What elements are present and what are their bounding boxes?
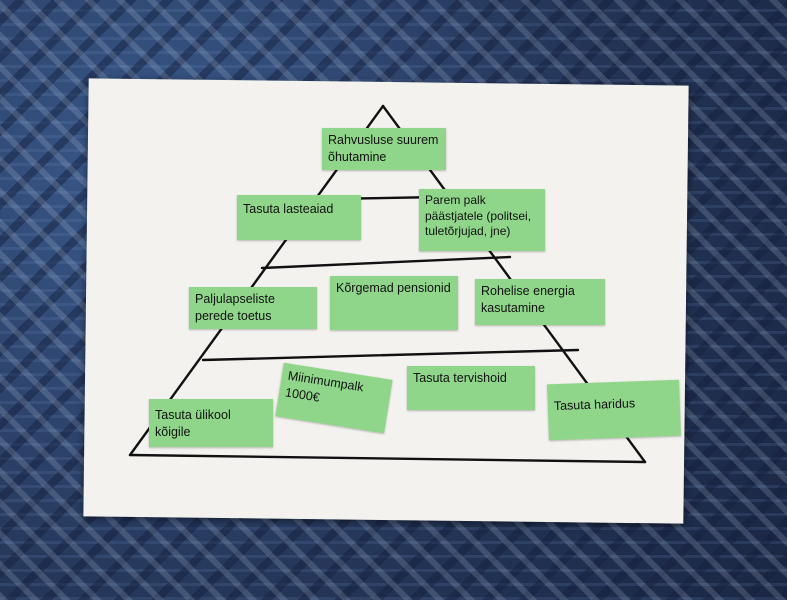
note-paljulapseliste: Paljulapseliste perede toetus	[189, 287, 317, 329]
pyramid-divider-3	[201, 348, 580, 362]
note-haridus: Tasuta haridus	[547, 379, 681, 441]
note-rahvusluse: Rahvusluse suurem õhutamine	[322, 128, 446, 170]
note-roheline: Rohelise energia kasutamine	[475, 279, 605, 325]
note-tervishoid: Tasuta tervishoid	[407, 366, 535, 410]
pyramid-divider-2	[260, 255, 512, 270]
pyramid-base	[128, 453, 647, 464]
note-ulikool: Tasuta ülikool kõigile	[149, 399, 273, 447]
note-parem-palk: Parem palk päästjatele (politsei, tuletõ…	[419, 189, 545, 251]
note-pensionid: Kõrgemad pensionid	[330, 276, 458, 330]
note-lasteaiad: Tasuta lasteaiad	[237, 195, 361, 240]
